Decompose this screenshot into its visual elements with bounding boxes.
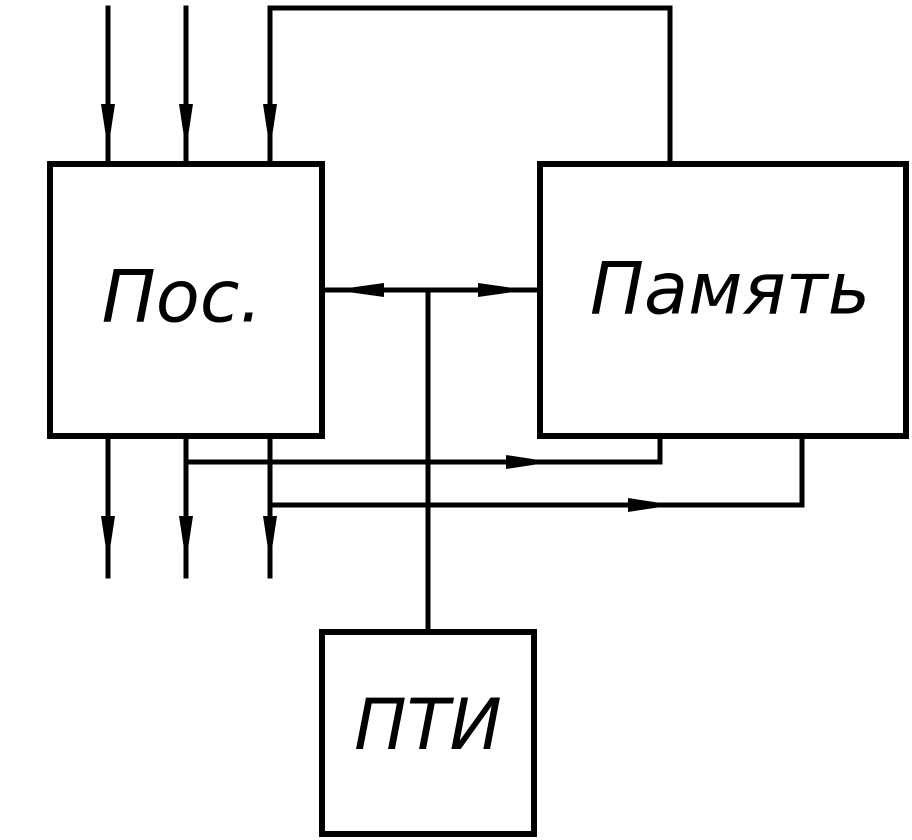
feedback-line: [267, 5, 673, 165]
block-pti-label: ПТИ: [354, 684, 502, 766]
block-memory: Память: [537, 161, 909, 439]
memory-output-line-1: [183, 435, 663, 465]
output-arrow-2: [179, 516, 193, 562]
bus-arrow-right: [478, 283, 528, 297]
input-arrow-3: [263, 104, 277, 150]
block-pos-frame: [47, 161, 325, 439]
input-arrow-2: [179, 104, 193, 150]
bus-arrow-left: [334, 283, 384, 297]
block-pos-label: Пос.: [102, 255, 263, 339]
input-arrow-1: [101, 104, 115, 150]
block-pti: ПТИ: [319, 629, 537, 837]
memory-output-arrow-2: [628, 498, 674, 512]
memory-output-line-2: [267, 435, 805, 508]
block-pti-frame: [319, 629, 537, 837]
memory-output-arrow-1: [506, 455, 552, 469]
output-arrow-3: [263, 516, 277, 562]
block-memory-frame: [537, 161, 909, 439]
block-pos: Пос.: [47, 161, 325, 439]
output-arrow-1: [101, 516, 115, 562]
block-memory-label: Память: [590, 247, 870, 331]
